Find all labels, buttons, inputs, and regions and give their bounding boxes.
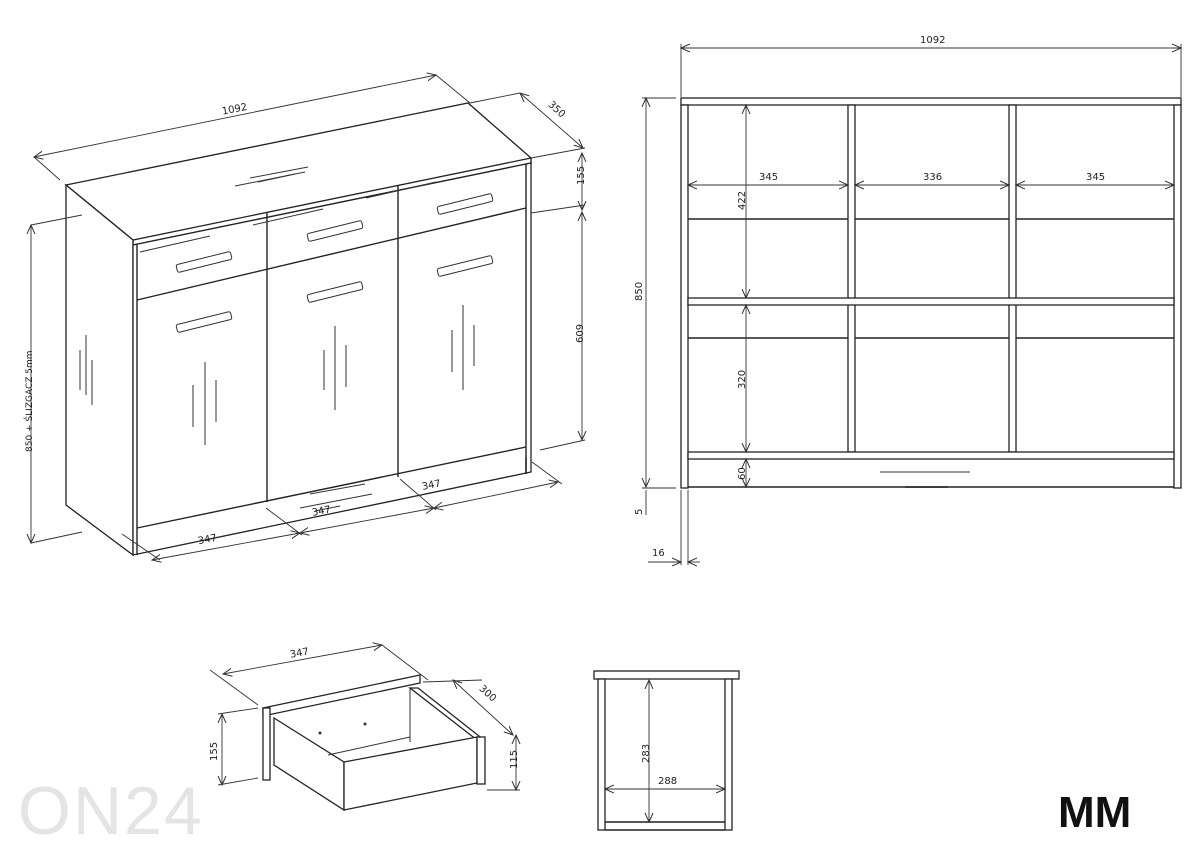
front-col-left-label: 345 xyxy=(759,172,778,183)
iso-door-height-label: 609 xyxy=(575,324,586,343)
side-section-view xyxy=(593,670,740,831)
iso-width-label: 1092 xyxy=(221,102,248,118)
isometric-cabinet-view xyxy=(31,75,585,560)
iso-section-left-label: 347 xyxy=(197,533,218,547)
watermark-logo: ON24 xyxy=(18,773,204,849)
front-col-right-label: 345 xyxy=(1086,172,1105,183)
iso-section-middle-label: 347 xyxy=(311,504,332,518)
drawer-front-height-label: 155 xyxy=(209,742,220,761)
front-total-height-label: 850 xyxy=(634,282,645,301)
glide-height-label: 5 xyxy=(634,509,645,515)
front-section-view xyxy=(642,44,1181,565)
side-inner-height-label: 283 xyxy=(641,744,652,763)
side-inner-depth-label: 288 xyxy=(658,776,677,787)
iso-depth-label: 350 xyxy=(546,99,568,120)
panel-thickness-label: 16 xyxy=(652,548,665,559)
front-col-middle-label: 336 xyxy=(923,172,942,183)
drawer-view xyxy=(209,645,520,812)
handles xyxy=(175,193,494,333)
front-upper-height-label: 422 xyxy=(737,191,748,210)
brand-logo: MM xyxy=(1058,788,1132,837)
iso-section-right-label: 347 xyxy=(421,478,442,492)
front-lower-height-label: 320 xyxy=(737,370,748,389)
iso-total-height-label: 850 + ŚLIZGACZ 5mm xyxy=(23,350,35,452)
front-width-label: 1092 xyxy=(920,35,945,46)
cabinet-side xyxy=(65,183,134,557)
drawer-width-label: 347 xyxy=(289,647,310,661)
drawer-box-height-label: 115 xyxy=(509,750,520,769)
drawer-depth-label: 300 xyxy=(477,683,499,704)
door-decor xyxy=(192,305,475,512)
iso-drawer-height-label: 155 xyxy=(576,166,587,185)
front-plinth-height-label: 60 xyxy=(737,467,748,480)
